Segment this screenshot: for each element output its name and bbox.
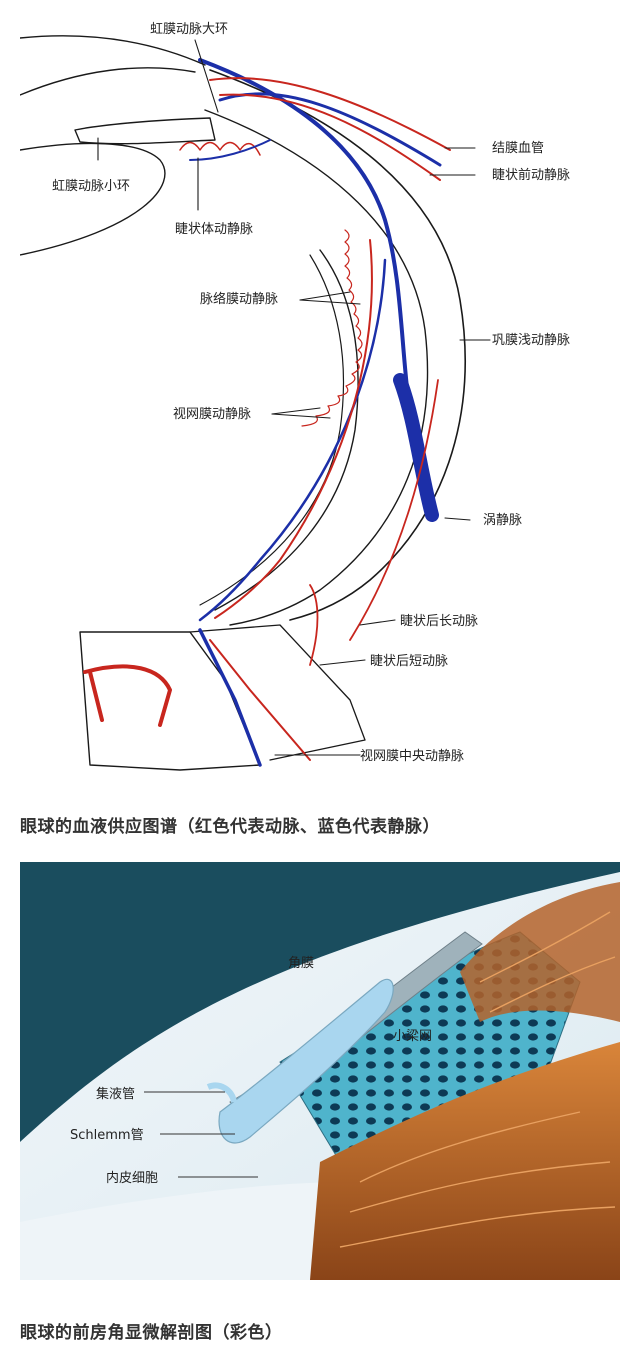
retina-inner [199,254,345,606]
ciliary-tissue [310,1042,620,1280]
sclera-region [20,1182,350,1280]
retina-outer [214,249,359,611]
label-retinal: 视网膜动静脉 [173,407,251,422]
fiber-lines [339,911,616,1248]
vortex-vein-shape [393,373,439,522]
ciliary-vein [189,139,271,161]
angle-anatomy-svg: 角膜 小梁网 集液管 Schlemm管 内皮细胞 [20,862,620,1280]
leader-choroid-b [299,299,361,305]
figure1-caption: 眼球的血液供应图谱（红色代表动脉、蓝色代表静脉） [20,817,440,837]
schlemm-canal [218,978,394,1144]
blood-supply-svg: 虹膜动脉大环 虹膜动脉小环 睫状体动静脉 结膜血管 睫状前动静脉 脉络膜动静脉 … [20,22,570,771]
leader-long-post [359,619,396,626]
label-anterior-ciliary: 睫状前动静脉 [492,167,570,183]
anterior-chamber-outline [20,67,196,96]
label-cornea: 角膜 [288,956,314,971]
leader-retina-a [271,407,321,415]
label-vortex-vein: 涡静脉 [483,513,522,528]
vein-anterior [218,92,442,167]
figure2-caption: 眼球的前房角显微解剖图（彩色） [20,1323,283,1343]
leader-iris-major [194,39,219,113]
angle-anatomy-illustration: 角膜 小梁网 集液管 Schlemm管 内皮细胞 [20,862,620,1280]
vein-posterior [198,258,387,622]
leader-choroid-a [299,291,351,301]
cornea-outline [20,35,206,66]
label-choroidal: 脉络膜动静脉 [200,291,278,307]
label-central-retinal: 视网膜中央动静脉 [360,749,464,764]
artery-anterior [209,77,451,151]
artery-short-post [309,584,319,666]
label-short-posterior: 睫状后短动脉 [370,654,448,669]
label-ciliary-body: 睫状体动静脉 [175,222,253,237]
vein-main [198,58,437,517]
artery-posterior [214,239,373,619]
artery-optic-2 [88,670,104,722]
label-schlemm: Schlemm管 [70,1128,144,1143]
label-collector: 集液管 [96,1086,135,1102]
sclera-outer [209,69,466,621]
artery-optic-1 [83,664,172,727]
label-episcleral: 巩膜浅动静脉 [492,333,570,348]
artery-anterior-2 [219,93,441,181]
label-conjunctival: 结膜血管 [492,141,544,156]
ciliary-body [179,141,261,156]
blood-supply-diagram: 虹膜动脉大环 虹膜动脉小环 睫状体动静脉 结膜血管 睫状前动静脉 脉络膜动静脉 … [20,0,620,780]
leader-vortex [444,517,471,521]
leader-retina-b [271,413,331,419]
optic-nerve [79,631,261,771]
optic-sheath [189,624,366,761]
artery-optic-3 [209,639,311,761]
label-iris-minor: 虹膜动脉小环 [52,179,130,194]
choroid-capillaries [301,229,363,427]
label-trabecular: 小梁网 [393,1029,432,1044]
vein-optic [198,628,262,767]
label-endothelium: 内皮细胞 [106,1170,158,1186]
label-iris-major: 虹膜动脉大环 [150,22,228,37]
lens-outline [20,142,166,256]
label-long-posterior: 睫状后长动脉 [400,614,478,629]
sclera-inner [204,109,429,626]
leader-short-post [319,659,366,666]
artery-long-post [349,379,439,641]
collector-channel [206,1082,237,1103]
iris-outline [74,117,216,145]
